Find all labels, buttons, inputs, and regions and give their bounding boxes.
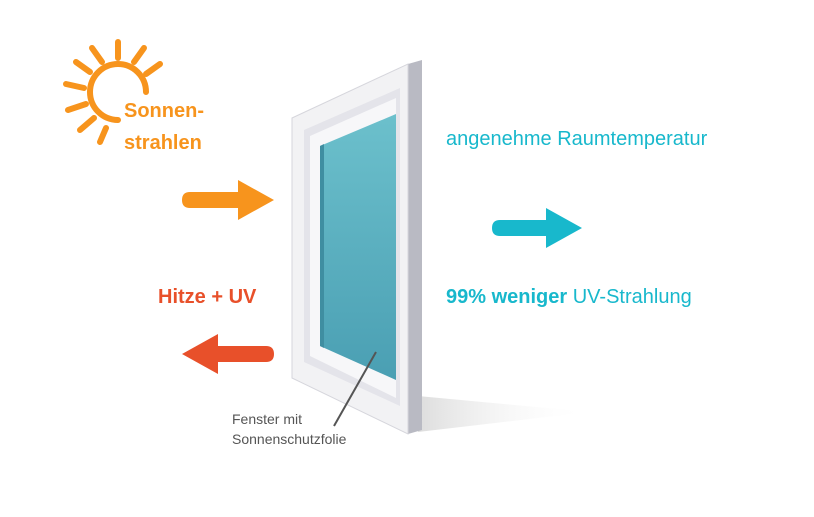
uv-reduction-highlight: 99% weniger (446, 286, 568, 308)
sun-label-line2: strahlen (124, 132, 202, 154)
arrow-right-icon (182, 180, 274, 220)
window-caption: Fenster mit Sonnenschutzfolie (232, 409, 346, 449)
heat-uv-label: Hitze + UV (158, 286, 257, 308)
window-caption-line2: Sonnenschutzfolie (232, 431, 347, 447)
uv-reduction-label: 99% weniger UV-Strahlung (446, 286, 692, 309)
window-caption-line1: Fenster mit (232, 411, 303, 427)
sun-icon (63, 39, 163, 145)
window-icon (291, 60, 590, 435)
arrow-left-icon (182, 334, 274, 374)
sun-label-line1: Sonnen- (124, 100, 204, 122)
arrow-right-icon (492, 208, 582, 248)
room-temperature-label: angenehme Raumtemperatur (446, 128, 708, 150)
uv-reduction-rest: UV-Strahlung (572, 286, 692, 308)
